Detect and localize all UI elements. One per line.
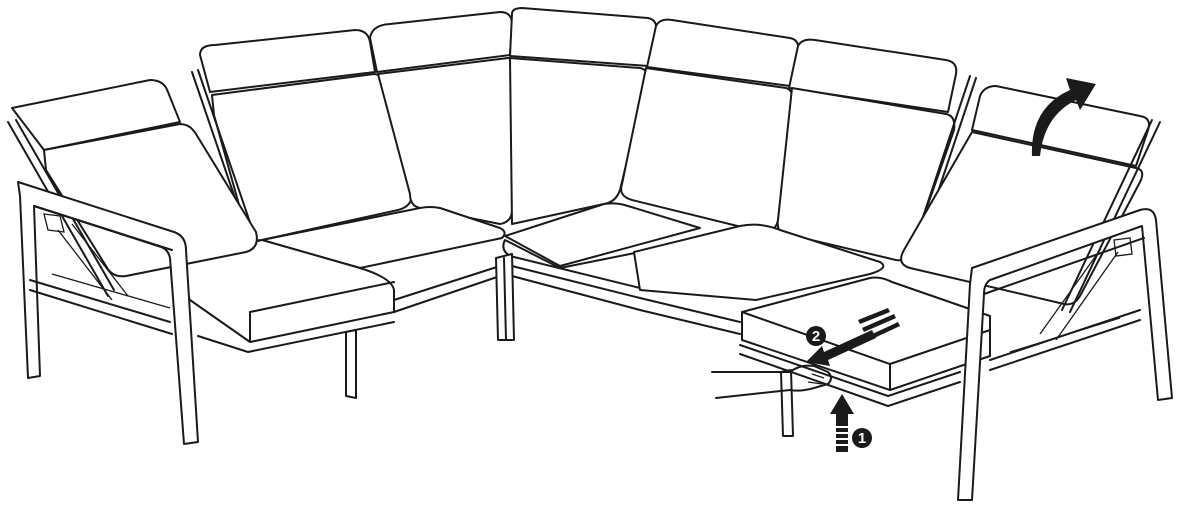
back-bolster-3: [509, 7, 658, 67]
seat-cushion-corner-left: [261, 206, 506, 269]
left-headrest: [11, 79, 181, 151]
seat-cushion-3: [633, 223, 885, 301]
step-1-number: 1: [858, 430, 866, 447]
leg-3: [780, 369, 794, 437]
seat-cushion-left: [169, 239, 395, 343]
step-2-number: 2: [812, 328, 820, 345]
right-recliner: [900, 85, 1173, 501]
hand-icon: [711, 364, 832, 399]
step-2-badge: [806, 326, 826, 346]
back-cushions-middle: [191, 7, 977, 262]
legs: [345, 253, 794, 437]
left-recliner: [7, 79, 258, 445]
push-arrow-icon: 1: [830, 394, 872, 452]
step-1-badge: [852, 428, 872, 448]
seat-cushion-corner-right: [504, 202, 701, 267]
seat-cushions: [169, 202, 991, 391]
left-back-cushion: [43, 123, 258, 278]
leg-1: [345, 329, 357, 399]
back-cushion-3: [509, 57, 649, 225]
right-back-cushion: [900, 131, 1144, 306]
back-cushion-4: [620, 67, 794, 233]
pull-arrow-icon: 2: [806, 308, 900, 366]
curved-arrow-up-icon: [1031, 78, 1096, 156]
